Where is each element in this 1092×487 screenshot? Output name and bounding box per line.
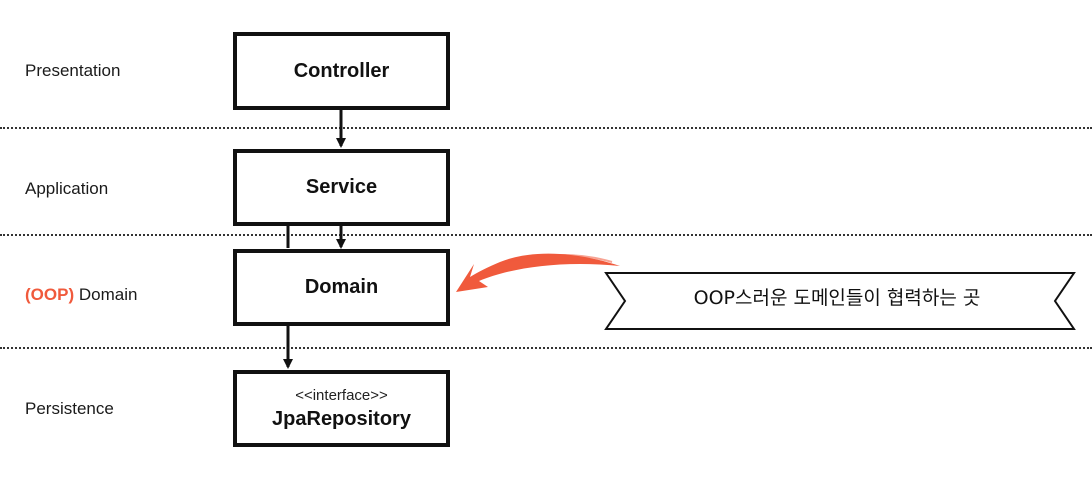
interface-stereotype: <<interface>> bbox=[295, 386, 388, 404]
oop-prefix: (OOP) bbox=[25, 285, 75, 304]
repository-label: JpaRepository bbox=[272, 407, 411, 430]
service-label: Service bbox=[305, 176, 378, 198]
callout-ribbon-shape bbox=[604, 272, 1076, 330]
repository-box[interactable]: <<interface>> JpaRepository bbox=[233, 370, 450, 447]
controller-label: Controller bbox=[293, 59, 390, 82]
controller-box[interactable]: Controller bbox=[233, 32, 450, 110]
layer-label-persistence: Persistence bbox=[25, 399, 114, 418]
domain-layer-text: Domain bbox=[78, 285, 138, 304]
layer-label-domain: (OOP) Domain bbox=[25, 285, 137, 305]
domain-box[interactable]: Domain bbox=[233, 249, 450, 326]
service-box[interactable]: Service bbox=[233, 149, 450, 226]
callout-arrow-brush-stroke bbox=[504, 253, 613, 264]
layer-divider bbox=[0, 234, 1092, 236]
domain-label: Domain bbox=[304, 276, 379, 298]
layer-divider bbox=[0, 347, 1092, 349]
callout-text: OOP스러운 도메인들이 협력하는 곳 bbox=[693, 287, 981, 309]
layer-label-application: Application bbox=[25, 179, 109, 198]
callout-arrow-icon bbox=[456, 253, 620, 292]
layer-divider bbox=[0, 127, 1092, 129]
layer-label-presentation: Presentation bbox=[25, 61, 121, 80]
